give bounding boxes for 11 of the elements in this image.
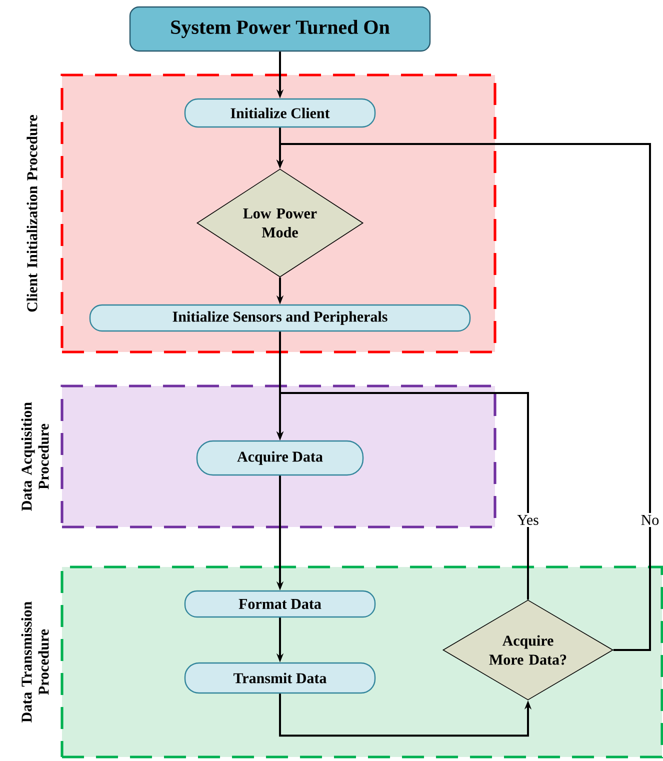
band-label: Client Initialization Procedure [26, 115, 38, 312]
edge-label: Yes [515, 513, 541, 527]
edge-label: No [638, 513, 662, 527]
band-label: Data Transmission Procedure [21, 602, 49, 722]
process-box: Acquire Data [196, 440, 364, 476]
process-box: Transmit Data [184, 662, 376, 694]
process-box: Initialize Sensors and Peripherals [89, 304, 471, 332]
process-box: Initialize Client [184, 98, 376, 128]
process-box: Format Data [184, 590, 376, 618]
start-box: System Power Turned On [129, 6, 431, 52]
band-label: Data Acquisition Procedure [21, 402, 49, 511]
